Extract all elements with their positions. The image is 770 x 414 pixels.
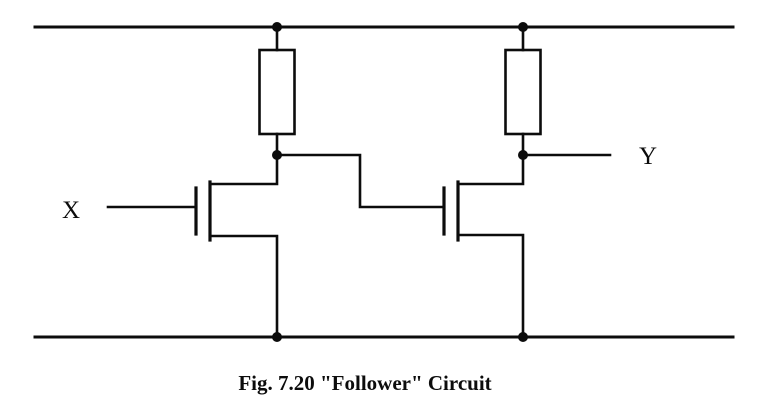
resistor-2-body [504,48,542,136]
figure-caption: Fig. 7.20 "Follower" Circuit [238,371,491,395]
input-label-x: X [62,197,80,224]
junction-dot-bottom-2 [518,332,528,342]
junction-dot-output-1 [272,150,282,160]
junction-dot-bottom-1 [272,332,282,342]
transistor-1-drain-lead [208,154,279,186]
output-label-y: Y [639,143,657,170]
resistor-1-body [258,48,296,136]
junction-dot-output-2 [518,150,528,160]
transistor-2-source-lead [456,233,525,339]
junction-dot-top-2 [518,22,528,32]
transistor-2-drain-lead [456,154,525,186]
interstage-wire [275,153,445,209]
transistor-1-source-lead [208,234,279,339]
junction-dot-top-1 [272,22,282,32]
